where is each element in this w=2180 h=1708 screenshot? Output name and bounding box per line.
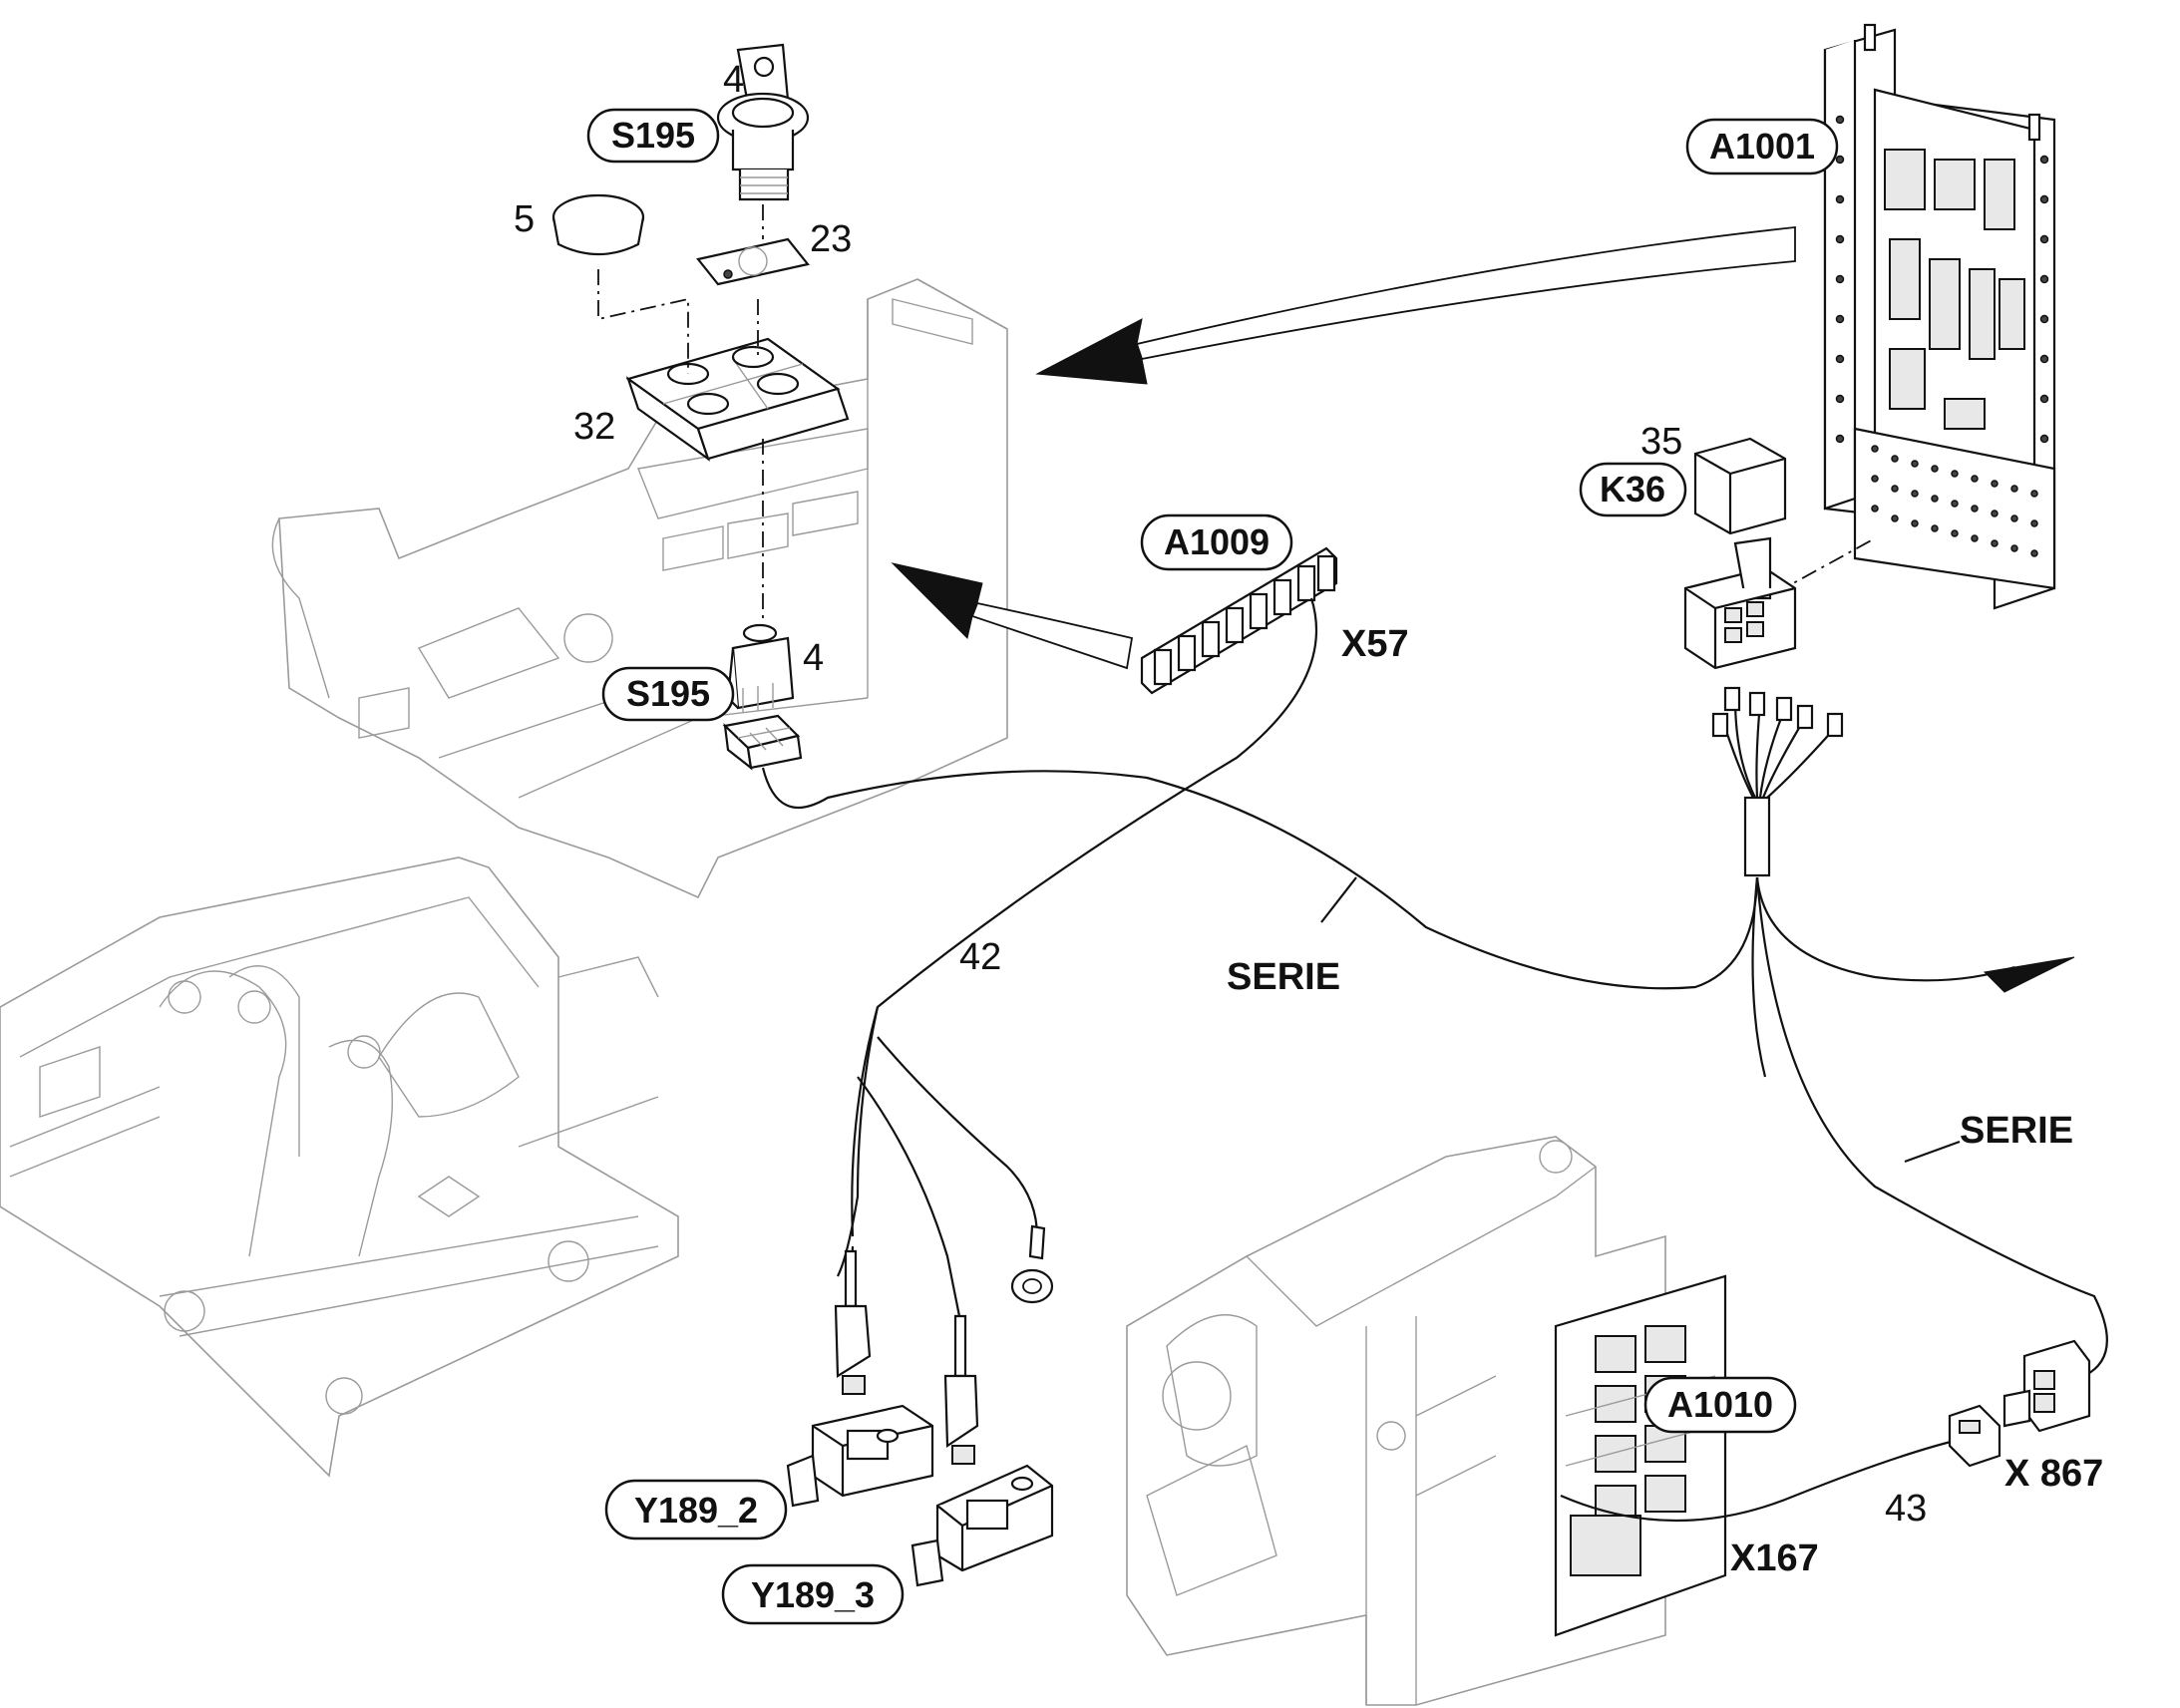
connector-bar-a1009: [1140, 546, 1338, 695]
label-a1001: A1001: [1685, 118, 1839, 175]
connector-label-x57: X57: [1341, 623, 1409, 665]
assembly-guide-lines: [597, 204, 764, 618]
label-a1009: A1009: [1140, 513, 1293, 571]
relay-mount-line: [1774, 537, 1876, 594]
svg-text:Y189_3: Y189_3: [751, 1574, 875, 1615]
item-number-42: 42: [959, 936, 1001, 978]
svg-text:S195: S195: [611, 115, 695, 156]
relay-k36: [1693, 437, 1787, 535]
item-number-4-top: 4: [723, 59, 744, 101]
relay-socket: [1683, 536, 1797, 670]
callout-arrow-a1001: [1035, 225, 1796, 385]
module-a1001: [1823, 23, 2056, 610]
ring-terminal: [1010, 1224, 1054, 1304]
panel-32: [625, 337, 850, 462]
callout-arrow-a1009: [891, 562, 1134, 670]
harness-label-serie-2: SERIE: [1960, 1110, 2073, 1152]
label-y189-2: Y189_2: [604, 1479, 788, 1540]
rocker-switch-s195: [722, 623, 803, 771]
label-s195-top: S195: [586, 108, 720, 164]
label-s195-mid: S195: [601, 666, 735, 722]
chassis-frame-outline: [0, 856, 679, 1478]
plate-23: [696, 237, 810, 286]
electrical-cabinet-outline: [1126, 1136, 1666, 1706]
svg-text:A1001: A1001: [1709, 126, 1815, 167]
item-number-4-mid: 4: [803, 637, 824, 679]
connector-label-x167: X167: [1730, 1537, 1819, 1579]
relay-harness: [1711, 686, 1844, 877]
solenoid-y189-2: [786, 1249, 934, 1508]
label-y189-3: Y189_3: [721, 1563, 905, 1625]
svg-text:A1009: A1009: [1164, 521, 1270, 562]
svg-text:Y189_2: Y189_2: [634, 1490, 758, 1531]
harness-label-serie-1: SERIE: [1227, 956, 1340, 998]
svg-text:A1010: A1010: [1667, 1384, 1773, 1425]
item-number-35: 35: [1640, 421, 1682, 463]
solenoid-y189-3: [910, 1314, 1054, 1587]
label-a1010: A1010: [1643, 1376, 1797, 1434]
key-switch-s195: [716, 43, 810, 201]
connector-label-x867: X 867: [2004, 1453, 2103, 1495]
item-number-5: 5: [514, 198, 535, 240]
item-number-43: 43: [1885, 1488, 1927, 1530]
item-number-23: 23: [810, 218, 852, 260]
item-number-32: 32: [573, 406, 615, 448]
module-a1010: [1554, 1274, 1727, 1637]
cap-5: [551, 193, 645, 256]
label-k36: K36: [1579, 462, 1687, 517]
leader-lines: [1320, 876, 1961, 1164]
cab-console-outline: [271, 278, 1008, 899]
serie-harness: [761, 767, 2108, 1523]
svg-text:S195: S195: [626, 673, 710, 714]
harness-42: [837, 597, 1318, 1317]
svg-text:K36: K36: [1600, 469, 1665, 510]
connector-x867: [1948, 1339, 2091, 1468]
